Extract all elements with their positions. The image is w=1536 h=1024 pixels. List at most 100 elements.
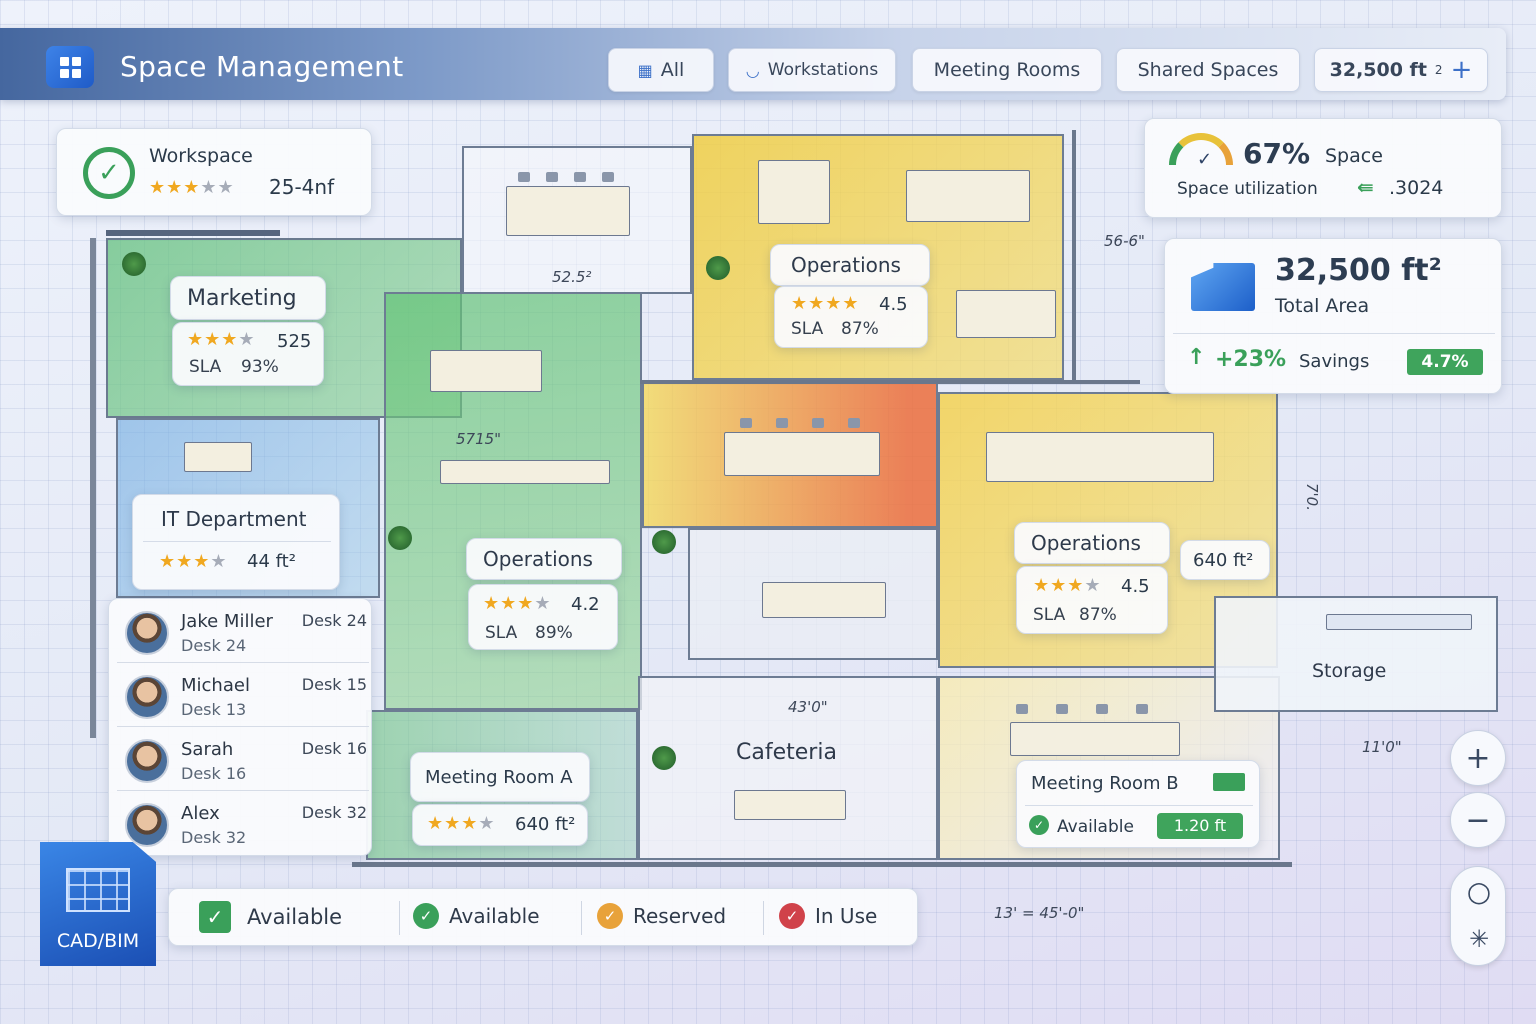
check-circle-icon: ✓ bbox=[779, 903, 805, 929]
desk-cluster[interactable] bbox=[906, 170, 1030, 222]
rating-stars: ★★★★ bbox=[791, 293, 860, 314]
reset-view-button[interactable]: ○ bbox=[1466, 875, 1492, 908]
list-item[interactable]: Sarah Desk 16 Desk 16 bbox=[117, 729, 369, 791]
desk-cluster[interactable] bbox=[440, 460, 610, 484]
zone-name: Marketing bbox=[187, 286, 297, 311]
building-icon: ▦ bbox=[637, 60, 653, 80]
settings-button[interactable]: ✳ bbox=[1468, 925, 1490, 953]
list-item[interactable]: Jake Miller Desk 24 Desk 24 bbox=[117, 601, 369, 663]
utilization-value: .3024 bbox=[1389, 177, 1444, 199]
zone-label-ops-top[interactable]: Operations bbox=[770, 244, 930, 286]
list-item[interactable]: Alex Desk 32 Desk 32 bbox=[117, 793, 369, 855]
divider bbox=[581, 901, 582, 935]
savings-value: +23% bbox=[1215, 347, 1287, 372]
desk-cluster[interactable] bbox=[506, 186, 630, 236]
zone-stats-marketing[interactable]: ★★★★ 525 SLA 93% bbox=[172, 322, 324, 386]
cad-bim-label: CAD/BIM bbox=[56, 930, 140, 952]
meeting-table[interactable] bbox=[1010, 722, 1180, 756]
chair bbox=[812, 418, 824, 428]
view-controls: ○ ✳ bbox=[1450, 866, 1506, 966]
chair bbox=[1096, 704, 1108, 714]
cafeteria-table[interactable] bbox=[734, 790, 846, 820]
dimension-label: 13' = 45'-0" bbox=[994, 904, 1085, 922]
add-icon[interactable]: + bbox=[1450, 55, 1473, 85]
zone-stats-ops-mid[interactable]: ★★★★ 4.2 SLA 89% bbox=[468, 584, 618, 650]
chair bbox=[602, 172, 614, 182]
rating-stars: ★★★★ bbox=[427, 813, 496, 834]
storage-shelf[interactable] bbox=[1326, 614, 1472, 630]
gauge-needle: ✓ bbox=[1197, 149, 1213, 170]
zone-label-meeting-a[interactable]: Meeting Room A bbox=[410, 752, 590, 802]
tab-all[interactable]: ▦ All bbox=[608, 48, 714, 92]
zone-label-ops-right[interactable]: Operations bbox=[1014, 522, 1170, 564]
rating-stars: ★★★★ bbox=[483, 593, 552, 614]
zone-area-ops-right[interactable]: 640 ft² bbox=[1180, 540, 1270, 580]
zone-label-ops-mid[interactable]: Operations bbox=[466, 538, 622, 580]
zone-label-it[interactable]: IT Department ★★★★ 44 ft² bbox=[132, 494, 340, 590]
conference-table[interactable] bbox=[762, 582, 886, 618]
legend-item-in-use[interactable]: ✓ In Use bbox=[779, 903, 877, 929]
conference-table[interactable] bbox=[724, 432, 880, 476]
desk-cluster[interactable] bbox=[758, 160, 830, 224]
zone-label-marketing[interactable]: Marketing bbox=[170, 276, 326, 320]
grid-icon[interactable] bbox=[46, 46, 94, 88]
total-area-card[interactable]: 32,500 ft² Total Area ↑ +23% Savings 4.7… bbox=[1164, 238, 1502, 394]
desk-icon: ◡ bbox=[745, 60, 760, 80]
list-item[interactable]: Michael Desk 13 Desk 15 bbox=[117, 665, 369, 727]
chair bbox=[776, 418, 788, 428]
utilization-card[interactable]: ✓ 67% Space Space utilization ⇚ .3024 bbox=[1144, 118, 1502, 218]
legend-item-available[interactable]: ✓ Available bbox=[199, 901, 342, 933]
occupant-name: Michael bbox=[181, 675, 250, 696]
desk-cluster[interactable] bbox=[184, 442, 252, 472]
avatar bbox=[125, 675, 169, 719]
wall bbox=[90, 238, 96, 738]
dimension-label: 11'0" bbox=[1362, 738, 1402, 756]
zone-stats-ops-top[interactable]: ★★★★ 4.5 SLA 87% bbox=[774, 286, 928, 348]
dimension-label: 52.5² bbox=[552, 268, 592, 286]
tab-label: Shared Spaces bbox=[1137, 59, 1279, 81]
wall bbox=[352, 862, 1292, 867]
occupant-list[interactable]: Jake Miller Desk 24 Desk 24 Michael Desk… bbox=[108, 598, 372, 856]
tab-label: Meeting Rooms bbox=[933, 59, 1081, 81]
tab-workstations[interactable]: ◡ Workstations bbox=[728, 48, 896, 92]
tab-meeting-rooms[interactable]: Meeting Rooms bbox=[912, 48, 1102, 92]
avatar bbox=[125, 803, 169, 847]
room-display-icon bbox=[1213, 773, 1245, 791]
check-circle-icon: ✓ bbox=[1029, 815, 1049, 835]
room-status: Available bbox=[1057, 817, 1134, 837]
tab-label: All bbox=[660, 59, 685, 81]
cad-bim-button[interactable]: CAD/BIM bbox=[40, 842, 156, 966]
zone-stats-meeting-a[interactable]: ★★★★ 640 ft² bbox=[412, 804, 588, 846]
utilization-percent: 67% bbox=[1243, 137, 1311, 170]
savings-label: Savings bbox=[1299, 351, 1370, 372]
zone-cafeteria[interactable] bbox=[638, 676, 938, 860]
status-legend: ✓ Available ✓ Available ✓ Reserved ✓ In … bbox=[168, 888, 918, 946]
workspace-card[interactable]: ✓ Workspace ★★★★★ 25-4nf bbox=[56, 128, 372, 216]
zone-stats-ops-right[interactable]: ★★★★ 4.5 SLA 87% bbox=[1016, 566, 1168, 634]
zone-label-meeting-b[interactable]: Meeting Room B ✓ Available 1.20 ft bbox=[1016, 760, 1260, 848]
chair bbox=[848, 418, 860, 428]
divider bbox=[143, 541, 331, 542]
zone-name: IT Department bbox=[161, 507, 307, 531]
zoom-in-button[interactable]: + bbox=[1450, 730, 1506, 786]
desk-cluster[interactable] bbox=[956, 290, 1056, 338]
zone-name: Operations bbox=[1031, 531, 1141, 555]
desk-cluster[interactable] bbox=[430, 350, 542, 392]
dimension-label: 7'0. bbox=[1302, 483, 1321, 511]
tab-shared-spaces[interactable]: Shared Spaces bbox=[1116, 48, 1300, 92]
plant-icon bbox=[388, 526, 412, 550]
plant-icon bbox=[652, 746, 676, 770]
legend-item-reserved[interactable]: ✓ Reserved bbox=[597, 903, 726, 929]
occupant-desk: Desk 16 bbox=[181, 764, 247, 783]
workspace-value: 25-4nf bbox=[269, 175, 335, 199]
utilization-label: Space utilization bbox=[1177, 179, 1318, 199]
tab-area-total[interactable]: 32,500 ft 2 + bbox=[1314, 48, 1488, 92]
check-circle-icon: ✓ bbox=[413, 903, 439, 929]
dimension-label: 43'0" bbox=[788, 698, 828, 716]
zoom-out-button[interactable]: − bbox=[1450, 792, 1506, 848]
legend-item-available[interactable]: ✓ Available bbox=[413, 903, 540, 929]
desk-cluster[interactable] bbox=[986, 432, 1214, 482]
divider bbox=[1173, 333, 1495, 334]
legend-label: Available bbox=[449, 904, 540, 928]
wall bbox=[1072, 130, 1076, 380]
